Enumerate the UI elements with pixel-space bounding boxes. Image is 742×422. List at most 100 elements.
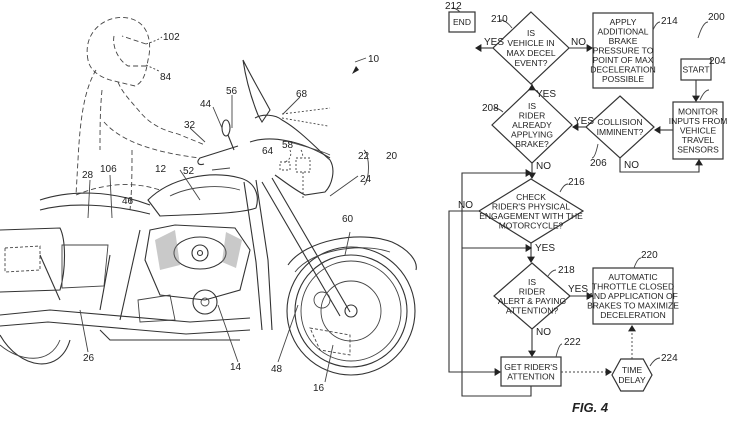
arrowhead: [605, 368, 612, 376]
node-monitor-text: TRAVEL: [682, 135, 715, 145]
ref-26: 26: [83, 353, 95, 364]
ref-leader-getattn: [555, 343, 563, 358]
node-getattn-text: ATTENTION: [507, 371, 555, 381]
node-alert-text: ALERT & PAYING: [498, 296, 566, 306]
ref-22: 22: [358, 151, 370, 162]
ref-102: 102: [163, 32, 180, 43]
connector-collision-no: [619, 158, 700, 173]
engine: [137, 224, 251, 323]
node-applying-text: BRAKE?: [515, 139, 549, 149]
ref-24: 24: [360, 174, 372, 185]
arrowhead: [586, 292, 593, 300]
node-automatic-text: AUTOMATIC: [608, 272, 657, 282]
node-maxdecel-text: EVENT?: [514, 58, 547, 68]
node-additional-box: [592, 12, 654, 89]
edge-label-no-206: NO: [624, 160, 639, 171]
node-additional-text: ADDITIONAL: [597, 27, 648, 37]
leader-lines: [79, 36, 369, 383]
node-applying-text: IS: [528, 101, 536, 111]
arrowhead: [475, 44, 482, 52]
ref-leader-alert: [547, 269, 557, 277]
ref-automatic: 220: [641, 250, 658, 261]
node-collision-text: COLLISION: [597, 117, 642, 127]
node-engagement-text: RIDER'S PHYSICAL: [492, 201, 570, 211]
ref-106: 106: [100, 164, 117, 175]
node-monitor-text: SENSORS: [677, 145, 719, 155]
ref-leader-engagement: [559, 183, 569, 193]
ref-64: 64: [262, 146, 274, 157]
node-maxdecel-diamond: [492, 11, 570, 85]
edge-label-no-218: NO: [536, 327, 551, 338]
arrowhead: [525, 244, 532, 252]
ref-leader-maxdecel: [499, 19, 513, 29]
node-engagement-text: MOTORCYCLE?: [499, 220, 564, 230]
node-getattn-box: [500, 356, 562, 387]
node-additional-text: DECELERATION: [590, 65, 656, 75]
ref-getattn: 222: [564, 337, 581, 348]
node-delay-text: DELAY: [618, 375, 646, 385]
node-applying-text: APPLYING: [511, 130, 553, 140]
rider-body: [75, 69, 206, 211]
ref-leader-automatic: [633, 257, 642, 269]
arrowhead: [628, 325, 636, 332]
ref-collision: 206: [590, 158, 607, 169]
ref-52: 52: [183, 166, 195, 177]
arrowhead: [527, 256, 535, 263]
ref-alert: 218: [558, 265, 575, 276]
node-monitor-text: MONITOR: [678, 107, 718, 117]
node-alert-text: RIDER: [519, 286, 545, 296]
node-alert-text: ATTENTION?: [506, 305, 559, 315]
node-automatic-text: AND APPLICATION OF: [588, 291, 678, 301]
figure-caption: FIG. 4: [572, 400, 609, 415]
ref-28: 28: [82, 170, 94, 181]
ref-engagement: 216: [568, 177, 585, 188]
ref-leader-collision: [591, 143, 599, 159]
node-additional-text: APPLY: [610, 17, 637, 27]
edge-label-yes-206: YES: [574, 116, 594, 127]
node-end: END: [448, 11, 476, 33]
node-automatic-text: BRAKES TO MAXIMIZE: [587, 301, 679, 311]
arrowhead: [528, 84, 536, 91]
node-maxdecel-text: IS: [527, 28, 535, 38]
node-getattn-text: GET RIDER'S: [504, 362, 558, 372]
rider-helmet: [86, 16, 151, 87]
node-monitor-box: [672, 101, 724, 160]
ref-44: 44: [200, 99, 212, 110]
ref-84: 84: [160, 72, 172, 83]
node-additional-text: POINT OF MAX: [593, 55, 654, 65]
arrowhead: [528, 350, 536, 357]
node-engagement-text: CHECK: [516, 192, 546, 202]
arrowhead: [654, 126, 661, 134]
ref-leader-end: [451, 7, 461, 13]
rear-wheel: [0, 334, 71, 365]
node-maxdecel-text: VEHICLE IN: [507, 38, 554, 48]
arrowhead: [695, 159, 703, 166]
node-additional-text: BRAKE: [609, 36, 638, 46]
ref-46: 46: [122, 196, 134, 207]
edge-label-yes-218: YES: [568, 284, 588, 295]
edge-label-no-210: NO: [571, 37, 586, 48]
ref-16: 16: [313, 383, 325, 394]
ref-56: 56: [226, 86, 238, 97]
node-delay-hexagon: [611, 358, 653, 392]
ref-leader-additional: [652, 21, 661, 31]
ref-delay: 224: [661, 353, 678, 364]
node-additional-text: POSSIBLE: [602, 74, 644, 84]
motorcycle-drawing: 102 84 10 56 68 44 32 58 64 22 20 24 12 …: [0, 16, 417, 394]
ref-start: 200: [708, 12, 725, 23]
node-monitor-text: INPUTS FROM: [669, 116, 728, 126]
edge-label-yes-216: YES: [535, 243, 555, 254]
arrowhead: [692, 95, 700, 102]
node-applying-text: ALREADY: [512, 120, 552, 130]
node-engagement-text: ENGAGEMENT WITH THE: [479, 211, 583, 221]
node-automatic-text: THROTTLE CLOSED: [592, 282, 674, 292]
seat: [39, 192, 151, 215]
ref-applying: 208: [482, 103, 499, 114]
